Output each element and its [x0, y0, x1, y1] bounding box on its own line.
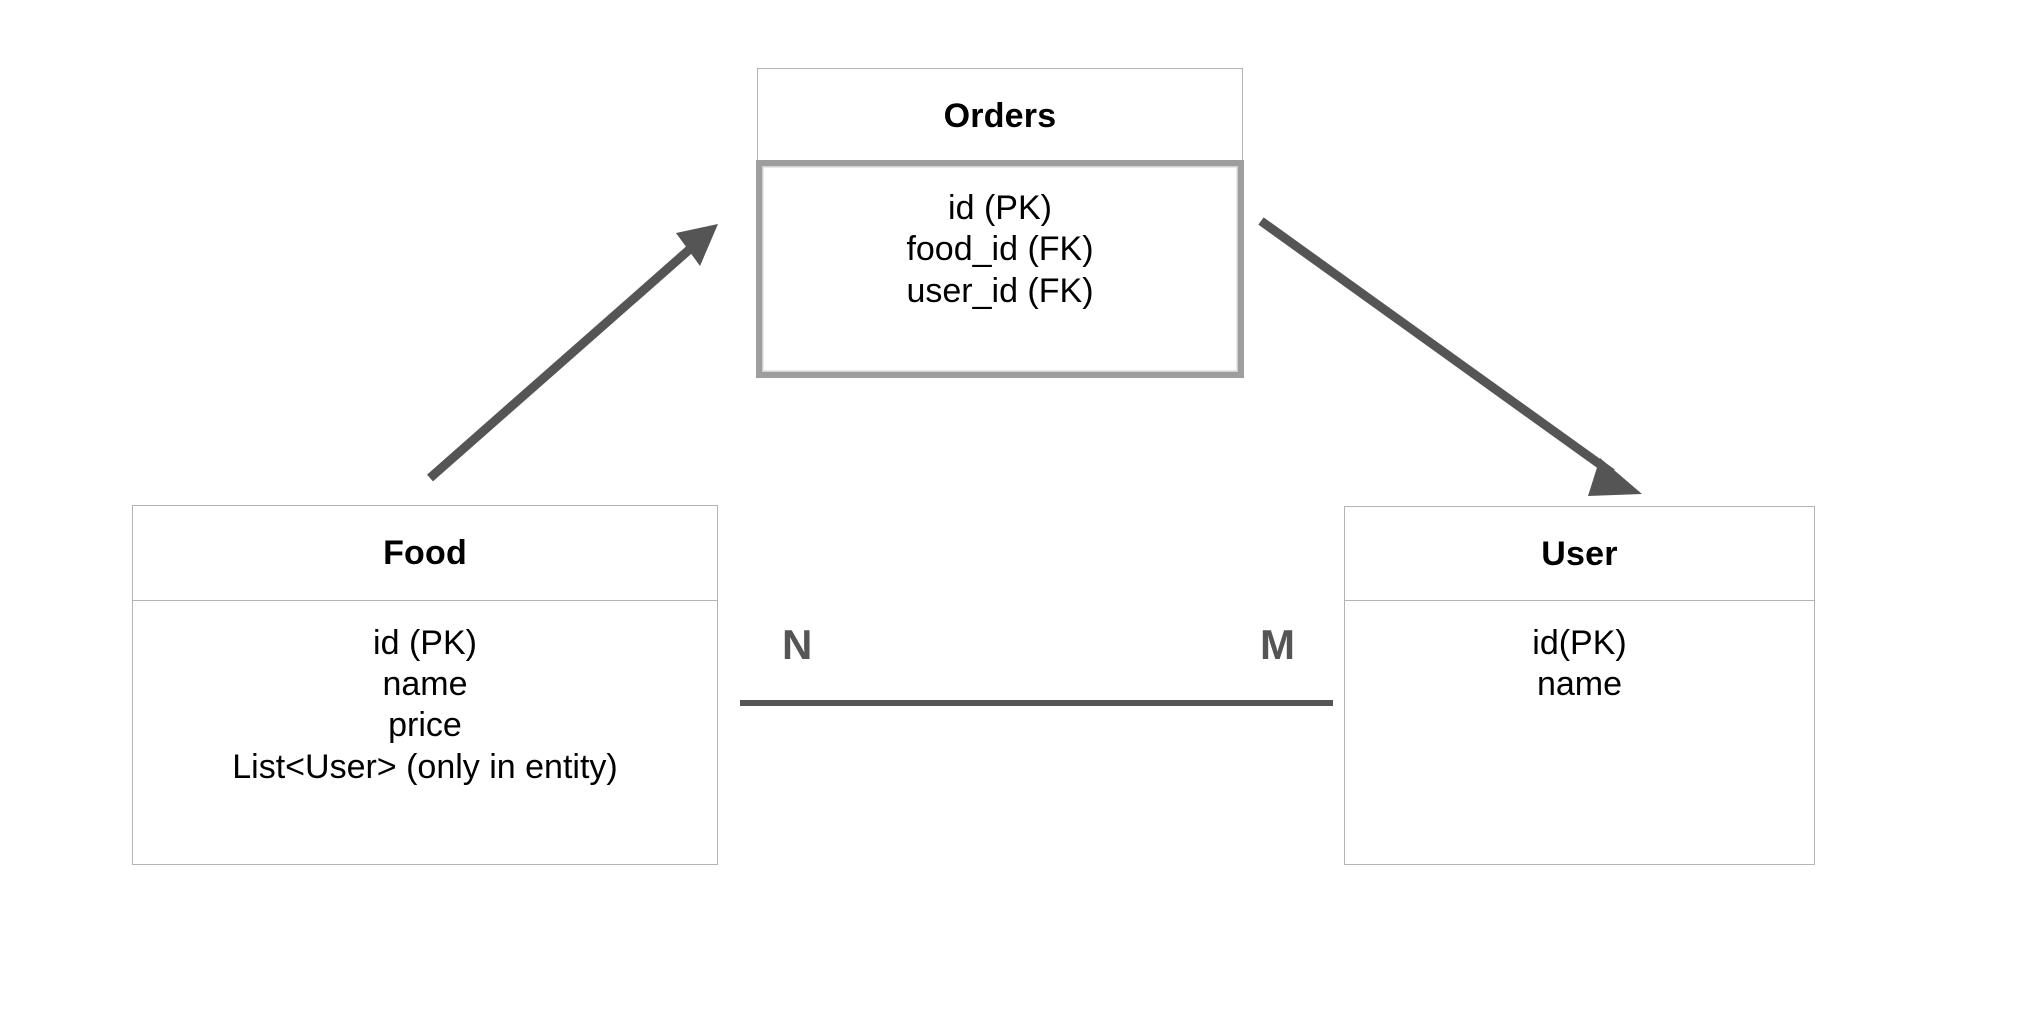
- entity-food[interactable]: Food id (PK) name price List<User> (only…: [132, 505, 718, 865]
- attribute-item: List<User> (only in entity): [232, 747, 618, 786]
- attribute-item: id(PK): [1532, 623, 1627, 662]
- arrow-orders-to-user-icon: [1258, 217, 1642, 496]
- entity-user-attributes: id(PK) name: [1344, 599, 1815, 865]
- attribute-item: name: [382, 664, 468, 703]
- relationship-line-food-user: [740, 700, 1333, 706]
- entity-user-header: User: [1344, 506, 1815, 601]
- attribute-item: user_id (FK): [906, 271, 1094, 310]
- attribute-list: id(PK) name: [1345, 623, 1814, 706]
- entity-food-header: Food: [132, 505, 718, 601]
- entity-food-attributes: id (PK) name price List<User> (only in e…: [132, 599, 718, 865]
- entity-orders-attributes: id (PK) food_id (FK) user_id (FK): [756, 160, 1244, 378]
- attribute-list: id (PK) name price List<User> (only in e…: [133, 623, 717, 789]
- attribute-item: food_id (FK): [906, 230, 1094, 269]
- attribute-item: name: [1536, 664, 1623, 703]
- entity-orders-header: Orders: [757, 68, 1243, 163]
- arrow-food-to-orders-icon: [427, 224, 718, 482]
- entity-orders-title: Orders: [943, 96, 1057, 135]
- cardinality-label-left: N: [782, 621, 813, 668]
- entity-orders[interactable]: Orders id (PK) food_id (FK) user_id (FK): [756, 68, 1244, 378]
- entity-user[interactable]: User id(PK) name: [1344, 506, 1815, 865]
- entity-user-title: User: [1541, 534, 1618, 573]
- attribute-item: id (PK): [948, 189, 1052, 227]
- cardinality-label-right: M: [1260, 621, 1295, 668]
- attribute-item: price: [388, 706, 462, 745]
- attribute-list: id (PK) food_id (FK) user_id (FK): [762, 188, 1238, 312]
- entity-food-title: Food: [383, 534, 467, 572]
- attribute-item: id (PK): [373, 623, 477, 662]
